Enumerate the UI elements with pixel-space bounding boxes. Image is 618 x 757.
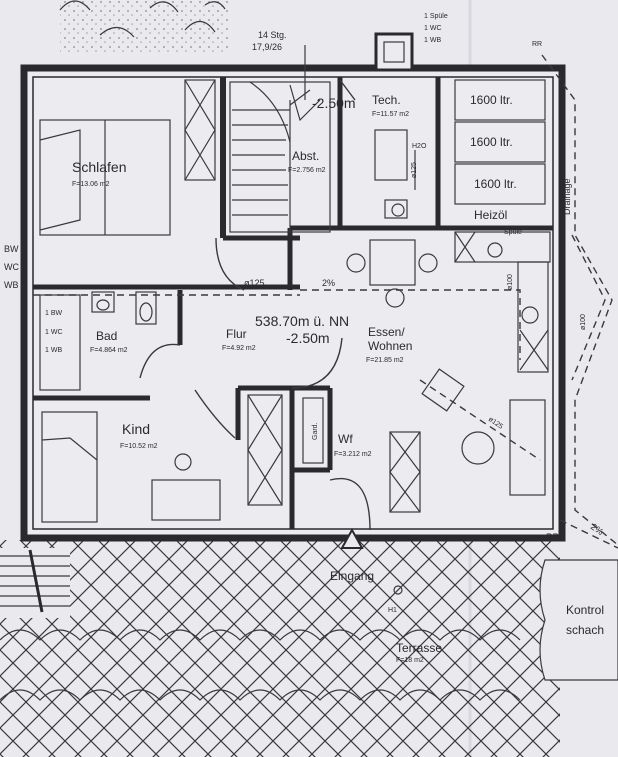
kontrollschacht [539,559,618,681]
bathroom-fixtures [39,291,157,391]
kitchen [454,231,551,373]
bad-list-3: 1 WB [45,347,62,354]
area-flur: F=4.92 m2 [222,345,256,352]
area-abst: F=2.756 m2 [288,167,326,174]
interior-walls [33,77,553,529]
pipe-125-left: ø125 [244,278,265,288]
area-bad: F=4.864 m2 [90,347,128,354]
chimney [374,32,414,72]
top-list-3: 1 WB [424,37,441,44]
area-essen: F=21.85 m2 [366,357,404,364]
outdoor-stairs [0,548,70,618]
garderobe [302,397,324,464]
tech-equipment [374,129,416,219]
area-schlafen: F=13.06 m2 [72,181,110,188]
gravel-top [59,0,230,55]
stairs-note: 14 Stg. [258,30,287,40]
dining-set [346,239,438,308]
heizoel-label: Heizöl [474,208,507,222]
tank-1: 1600 ltr. [470,93,513,107]
level-upper: -2.50m [312,95,356,111]
left-list-3: WB [4,280,19,290]
slope-1: 2% [322,278,335,288]
left-list-2: WC [4,262,19,272]
pipe-100-kitchen: ø100 [507,274,514,290]
left-list-1: BW [4,244,19,254]
top-list-1: 1 Spüle [424,13,448,20]
spuele-label: Spüle [504,229,522,236]
kontroll-1: Kontrol [566,603,604,617]
room-kind: Kind [122,421,150,437]
pipe-100-right: ø100 [580,314,587,330]
drainage-label: Drainage [562,178,572,215]
bed-kind [41,411,221,523]
h2o-label: H2O [412,143,427,150]
room-flur: Flur [226,327,247,341]
level-main-minus: -2.50m [286,330,330,346]
area-tech: F=11.57 m2 [372,111,409,118]
room-bad: Bad [96,329,117,343]
rr-bottom: RR [546,532,559,542]
entrance-marker [340,527,403,595]
doors [139,79,371,531]
room-abst: Abst. [292,149,319,163]
label-h1: H1 [388,607,397,614]
area-kind: F=10.52 m2 [120,443,158,450]
kontroll-2: schach [566,623,604,637]
interior-stairs [229,81,331,233]
bed-schlafen [39,119,171,236]
top-list-2: 1 WC [424,25,442,32]
terrace-paving [0,540,560,757]
room-essen: Essen/ [368,325,405,339]
level-main: 538.70m ü. NN [255,313,349,329]
drainage-lines [33,54,618,549]
stairs-ratio: 17,9/26 [252,42,282,52]
tech-pipe: ø125 [411,162,418,178]
room-schlafen: Schlafen [72,159,126,175]
tank-3: 1600 ltr. [474,177,517,191]
rr-top: RR [532,41,542,48]
bad-list-2: 1 WC [45,329,63,336]
room-wf: Wf [338,432,353,446]
living-area [389,368,546,513]
label-gard: Gard. [312,422,319,440]
area-wf: F=3.212 m2 [334,451,372,458]
room-tech: Tech. [372,93,401,107]
bad-list-1: 1 BW [45,310,63,317]
room-terrasse: Terrasse [396,641,442,655]
area-terrasse: F=18 m2 [396,657,424,664]
room-wohnen: Wohnen [368,339,412,353]
label-eingang: Eingang [330,569,374,583]
tank-2: 1600 ltr. [470,135,513,149]
oil-tanks [454,79,546,205]
